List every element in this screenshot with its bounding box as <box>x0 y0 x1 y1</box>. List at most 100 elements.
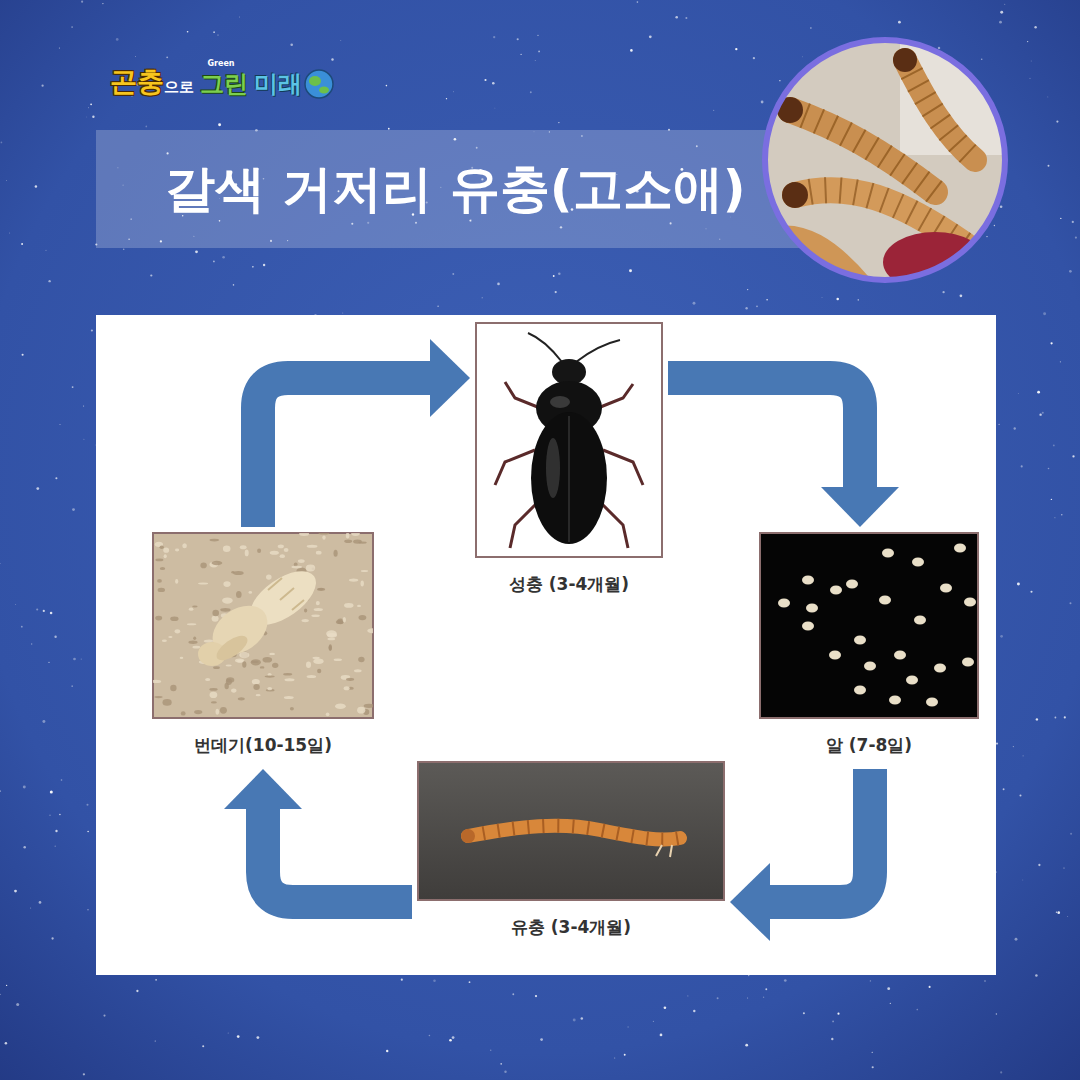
egg <box>854 636 866 645</box>
star <box>86 116 88 118</box>
sawdust-chip <box>220 707 227 714</box>
star <box>858 299 860 301</box>
star <box>446 98 447 99</box>
sawdust-chip <box>344 540 352 544</box>
star <box>497 283 500 286</box>
sawdust-chip <box>235 659 244 663</box>
star <box>653 1021 654 1022</box>
star <box>660 1034 663 1037</box>
star <box>42 720 45 723</box>
star <box>581 1017 583 1019</box>
star <box>1057 911 1060 914</box>
star <box>1004 3 1006 5</box>
star <box>71 685 73 687</box>
sawdust-chip <box>280 554 285 558</box>
star <box>0 790 1 792</box>
sawdust-chip <box>223 546 231 552</box>
sawdust-chip <box>158 588 165 592</box>
star <box>155 1041 156 1042</box>
star <box>558 122 559 123</box>
sawdust-chip <box>236 591 242 598</box>
star <box>21 243 23 245</box>
sawdust-chip <box>327 633 337 638</box>
star <box>237 1035 240 1038</box>
star <box>753 57 755 59</box>
star <box>717 997 719 999</box>
star <box>61 779 63 781</box>
star <box>49 815 50 816</box>
sawdust-chip <box>361 570 368 572</box>
sawdust-chip <box>253 684 259 690</box>
star <box>573 1019 576 1022</box>
star <box>87 107 89 109</box>
mealworm-segments <box>905 60 975 160</box>
egg <box>864 662 876 671</box>
star <box>217 34 218 35</box>
sawdust-chip <box>298 559 305 563</box>
star <box>1061 514 1062 515</box>
sawdust-chip <box>194 710 202 714</box>
sawdust-chip <box>187 623 196 625</box>
beetle-body <box>531 412 607 544</box>
star <box>1036 718 1038 720</box>
star <box>693 302 696 305</box>
sawdust-chip <box>319 533 330 535</box>
star <box>45 250 46 251</box>
star <box>494 107 496 109</box>
star <box>929 986 931 988</box>
sawdust-chip <box>346 533 350 538</box>
cycle-arrow <box>224 769 412 902</box>
star <box>484 79 486 81</box>
sawdust-chip <box>317 588 325 591</box>
star <box>1070 833 1072 835</box>
sawdust-chip <box>155 559 163 562</box>
star <box>92 116 94 118</box>
stage-box: 유충 (3-4개월) <box>418 762 724 943</box>
star <box>1072 455 1074 457</box>
star <box>449 1039 452 1042</box>
star <box>72 508 75 511</box>
sawdust-chip <box>364 704 373 708</box>
star <box>1029 78 1030 79</box>
sawdust-chip <box>175 579 178 584</box>
sawdust-chip <box>334 659 342 662</box>
star <box>534 60 536 62</box>
star <box>890 1003 891 1004</box>
sawdust-chip <box>252 679 260 684</box>
sawdust-chip <box>291 566 302 569</box>
sawdust-chip <box>304 608 307 612</box>
star <box>195 250 198 253</box>
sawdust-chip <box>290 707 294 710</box>
star <box>1069 270 1072 273</box>
mealworm-head <box>893 48 917 72</box>
sawdust-chip <box>266 574 272 579</box>
star <box>942 291 944 293</box>
star <box>504 1071 506 1073</box>
star <box>687 995 689 997</box>
star <box>136 990 138 992</box>
star <box>39 901 42 904</box>
sawdust-chip <box>344 686 350 690</box>
star <box>22 354 24 356</box>
sawdust-chip <box>212 610 219 616</box>
star <box>48 662 49 663</box>
star <box>72 386 74 388</box>
star <box>331 58 333 60</box>
egg <box>879 596 891 605</box>
star <box>1000 205 1003 208</box>
star <box>16 1003 19 1006</box>
sawdust-chip <box>329 645 332 650</box>
sawdust-chip <box>160 545 164 549</box>
star <box>388 128 390 130</box>
sawdust-chip <box>233 571 244 575</box>
sawdust-chip <box>163 548 169 553</box>
beetle-shine <box>550 396 570 408</box>
star <box>71 26 73 28</box>
beetle-suture <box>568 416 570 542</box>
star <box>996 1013 997 1014</box>
sawdust-chip <box>327 638 335 641</box>
star <box>747 289 748 290</box>
sawdust <box>153 533 373 716</box>
star <box>103 1015 105 1017</box>
larva-photo <box>418 762 724 900</box>
